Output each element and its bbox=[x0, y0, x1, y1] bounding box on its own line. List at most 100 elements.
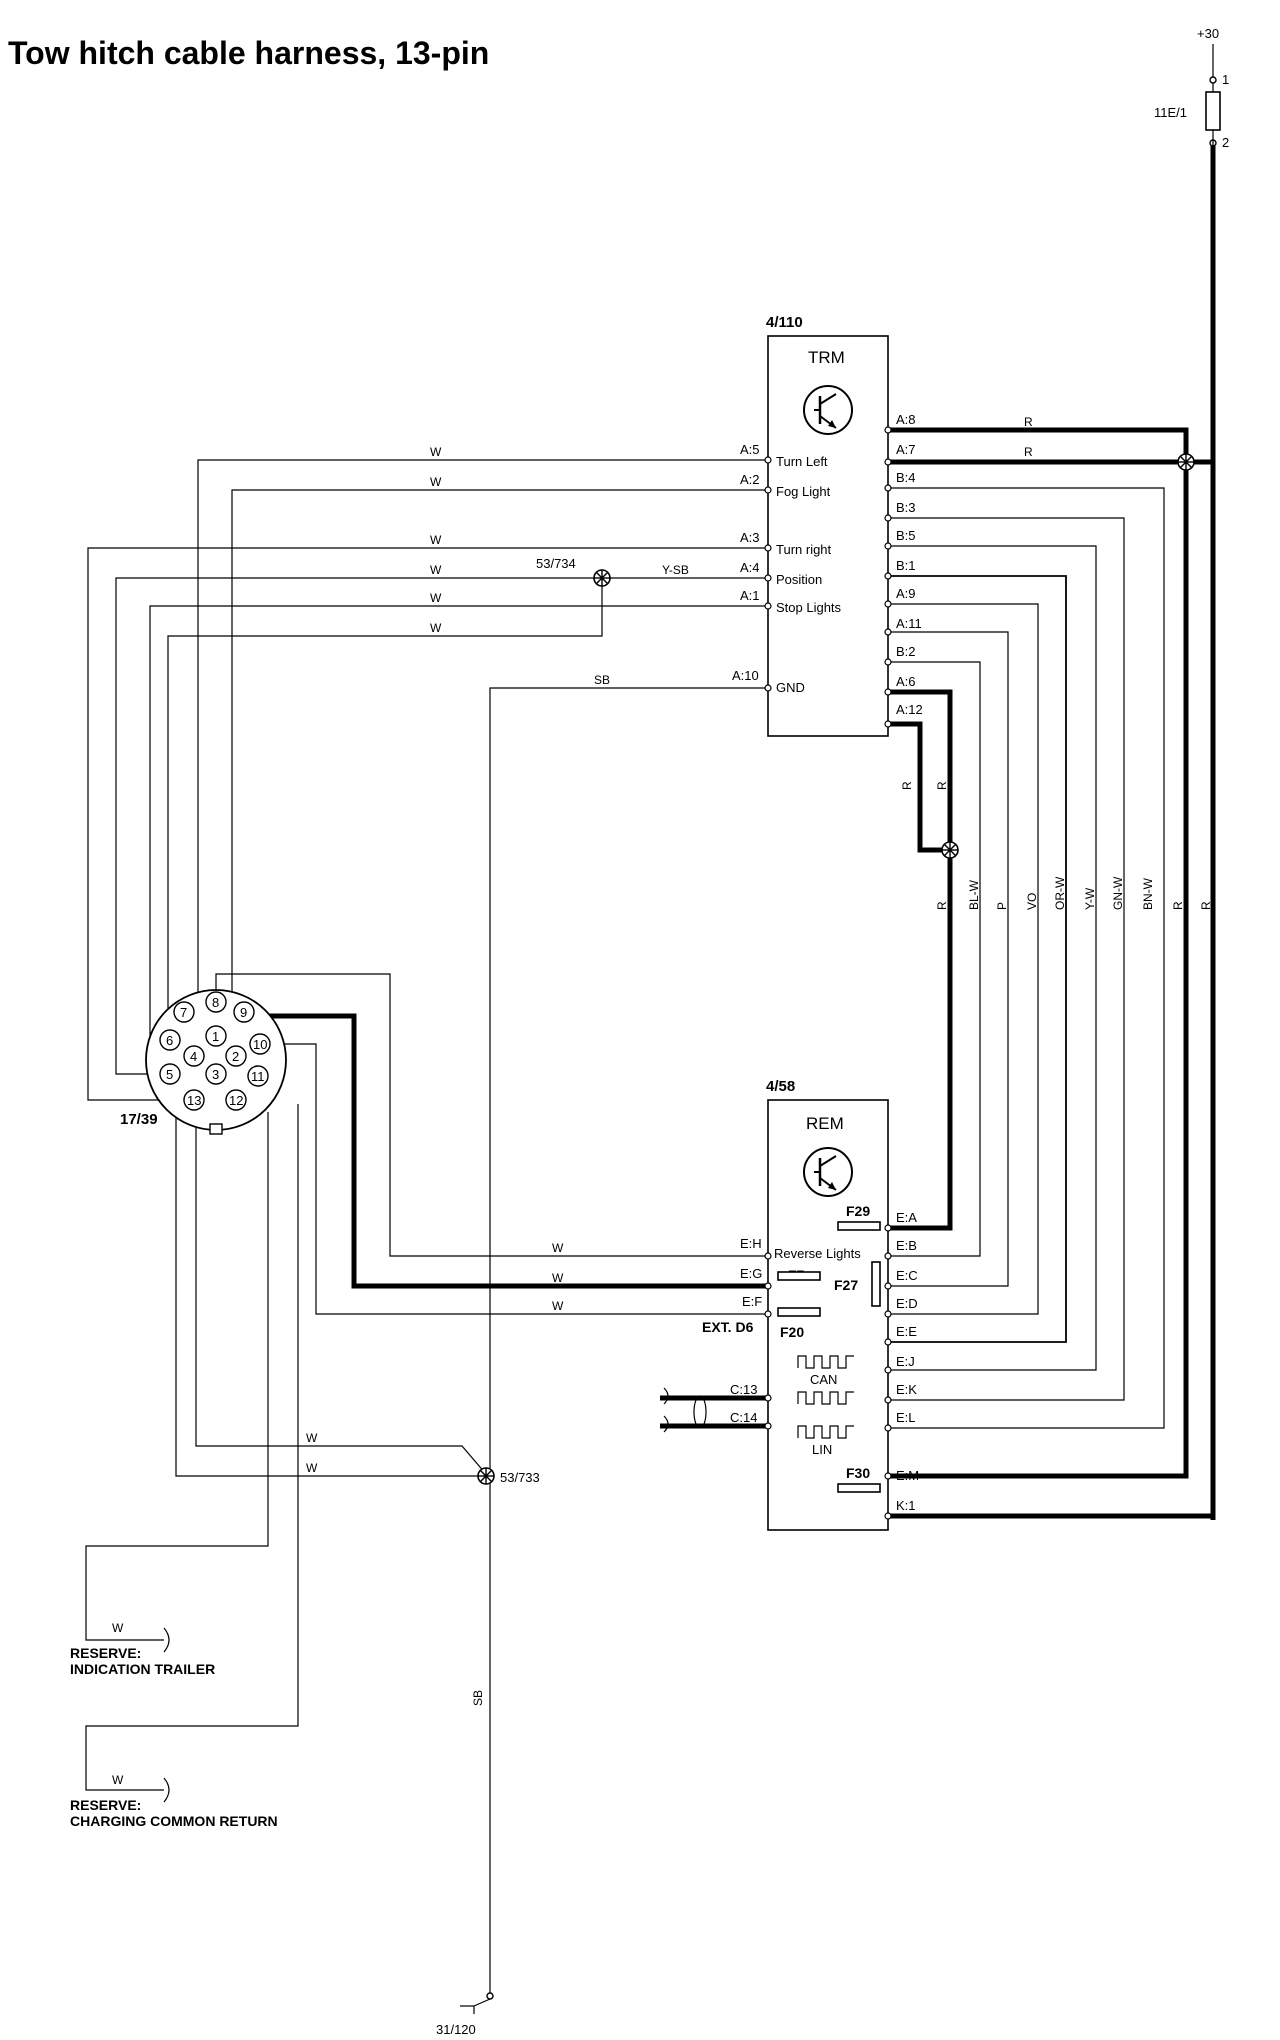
connector-pin-6: 6 bbox=[159, 1029, 181, 1051]
wire-label: W bbox=[430, 591, 442, 605]
svg-text:13: 13 bbox=[187, 1093, 201, 1108]
reserve-charging-common-return: CHARGING COMMON RETURN bbox=[70, 1813, 278, 1829]
rem-pin-ek: E:K bbox=[896, 1382, 917, 1397]
fuse-f29: F29 bbox=[846, 1203, 870, 1219]
connector-pin-11: 11 bbox=[247, 1065, 269, 1087]
trm-name: TRM bbox=[808, 348, 845, 367]
connector-pin-5: 5 bbox=[159, 1063, 181, 1085]
wire-label: SB bbox=[471, 1690, 485, 1706]
rem-pin-ej: E:J bbox=[896, 1354, 915, 1369]
wire-label: R bbox=[1024, 415, 1033, 429]
connector-ref: 17/39 bbox=[120, 1111, 158, 1128]
connector-pin-9: 9 bbox=[233, 1001, 255, 1023]
trm-pin-a6: A:6 bbox=[896, 674, 916, 689]
rem-pin-k1: K:1 bbox=[896, 1498, 916, 1513]
wire-label: W bbox=[306, 1461, 318, 1475]
wire-label: W bbox=[430, 533, 442, 547]
trm-pin-a11: A:11 bbox=[896, 616, 922, 631]
trm-pin-a3: A:3 bbox=[740, 530, 760, 545]
svg-text:6: 6 bbox=[166, 1033, 173, 1048]
connector-pin-10: 10 bbox=[249, 1033, 271, 1055]
diagram-title: Tow hitch cable harness, 13-pin bbox=[8, 35, 489, 71]
svg-text:1: 1 bbox=[212, 1029, 219, 1044]
rem-func-reverse-lights: Reverse Lights bbox=[774, 1246, 861, 1261]
fuse-f30-body bbox=[837, 1483, 881, 1493]
wire-label: GN-W bbox=[1111, 876, 1125, 910]
fuse-pin1: 1 bbox=[1222, 72, 1229, 87]
trm-pin-b3: B:3 bbox=[896, 500, 916, 515]
can-signal-icon bbox=[797, 1355, 854, 1405]
wire-label: P bbox=[995, 902, 1009, 910]
svg-text:4: 4 bbox=[190, 1049, 197, 1064]
fuse-f27: F27 bbox=[834, 1277, 858, 1293]
connector-pin-8: 8 bbox=[205, 991, 227, 1013]
wire-label: R bbox=[1171, 901, 1185, 910]
fuse-11e1 bbox=[1205, 91, 1221, 131]
power-label: +30 bbox=[1197, 26, 1219, 41]
trm-func-position: Position bbox=[776, 572, 822, 587]
rem-pin-c13: C:13 bbox=[730, 1382, 757, 1397]
wire-label: SB bbox=[594, 673, 610, 687]
trm-pin-a5: A:5 bbox=[740, 442, 760, 457]
wire-label: W bbox=[552, 1241, 564, 1255]
trm-pin-a4: A:4 bbox=[740, 560, 760, 575]
splice-53-734-label: 53/734 bbox=[536, 556, 576, 571]
wire-label: W bbox=[552, 1271, 564, 1285]
fuse-f20-body bbox=[777, 1307, 821, 1317]
trm-func-gnd: GND bbox=[776, 680, 805, 695]
trm-pin-a9: A:9 bbox=[896, 586, 916, 601]
ground-label: 31/120 bbox=[436, 2022, 476, 2037]
wire-label: R bbox=[1199, 901, 1213, 910]
wire-label: OR-W bbox=[1053, 876, 1067, 910]
wire-label: W bbox=[552, 1299, 564, 1313]
connector-lower-wires: W W W W 53/733 SB bbox=[85, 1104, 540, 1803]
trm-module: 4/110 TRM A:5 Turn Left A:2 Fog Light A:… bbox=[732, 314, 923, 737]
connector-pin-12: 12 bbox=[225, 1089, 247, 1111]
trm-func-fog-light: Fog Light bbox=[776, 484, 831, 499]
rem-pin-el: E:L bbox=[896, 1410, 916, 1425]
wire-label: R bbox=[935, 901, 949, 910]
wire-label: W bbox=[112, 1773, 124, 1787]
rem-name: REM bbox=[806, 1114, 844, 1133]
lin-signal-icon bbox=[797, 1425, 854, 1439]
trm-ref: 4/110 bbox=[766, 314, 803, 331]
connector-17-39: 17/39 1 2 3 4 5 6 7 8 9 10 11 12 13 bbox=[120, 989, 287, 1135]
reserve-indication-trailer: INDICATION TRAILER bbox=[70, 1661, 215, 1677]
reserve-charging-title: RESERVE: bbox=[70, 1797, 141, 1813]
trm-pin-a8: A:8 bbox=[896, 412, 916, 427]
fuse-f30: F30 bbox=[846, 1465, 870, 1481]
svg-text:5: 5 bbox=[166, 1067, 173, 1082]
trm-pin-b1: B:1 bbox=[896, 558, 916, 573]
rem-pin-eb: E:B bbox=[896, 1238, 917, 1253]
terminal-dots bbox=[764, 426, 892, 1520]
rem-pin-eg: E:G bbox=[740, 1266, 762, 1281]
wire-label: R bbox=[935, 781, 949, 790]
trm-func-turn-right: Turn right bbox=[776, 542, 832, 557]
trm-pin-b2: B:2 bbox=[896, 644, 916, 659]
wire-label: W bbox=[430, 475, 442, 489]
svg-text:10: 10 bbox=[253, 1037, 267, 1052]
rem-pin-ed: E:D bbox=[896, 1296, 918, 1311]
connector-pin-1: 1 bbox=[205, 1025, 227, 1047]
can-label: CAN bbox=[810, 1372, 837, 1387]
rem-pin-ec: E:C bbox=[896, 1268, 918, 1283]
svg-text:2: 2 bbox=[232, 1049, 239, 1064]
rem-ext-d6: EXT. D6 bbox=[702, 1319, 754, 1335]
svg-text:8: 8 bbox=[212, 995, 219, 1010]
svg-text:11: 11 bbox=[251, 1069, 265, 1084]
rem-pin-ee: E:E bbox=[896, 1324, 917, 1339]
reserve-indication-title: RESERVE: bbox=[70, 1645, 141, 1661]
transistor-icon bbox=[803, 385, 853, 435]
wire-label: R bbox=[1024, 445, 1033, 459]
trm-pin-a12: A:12 bbox=[896, 702, 923, 717]
wire-label: BN-W bbox=[1141, 877, 1155, 910]
fuse-pin2: 2 bbox=[1222, 135, 1229, 150]
wire-label: W bbox=[430, 621, 442, 635]
wire-label: Y-W bbox=[1083, 887, 1097, 910]
connector-pin-2: 2 bbox=[225, 1045, 247, 1067]
wire-label: BL-W bbox=[967, 879, 981, 910]
rem-pin-c14: C:14 bbox=[730, 1410, 757, 1425]
rem-ref: 4/58 bbox=[766, 1078, 795, 1095]
svg-text:9: 9 bbox=[240, 1005, 247, 1020]
